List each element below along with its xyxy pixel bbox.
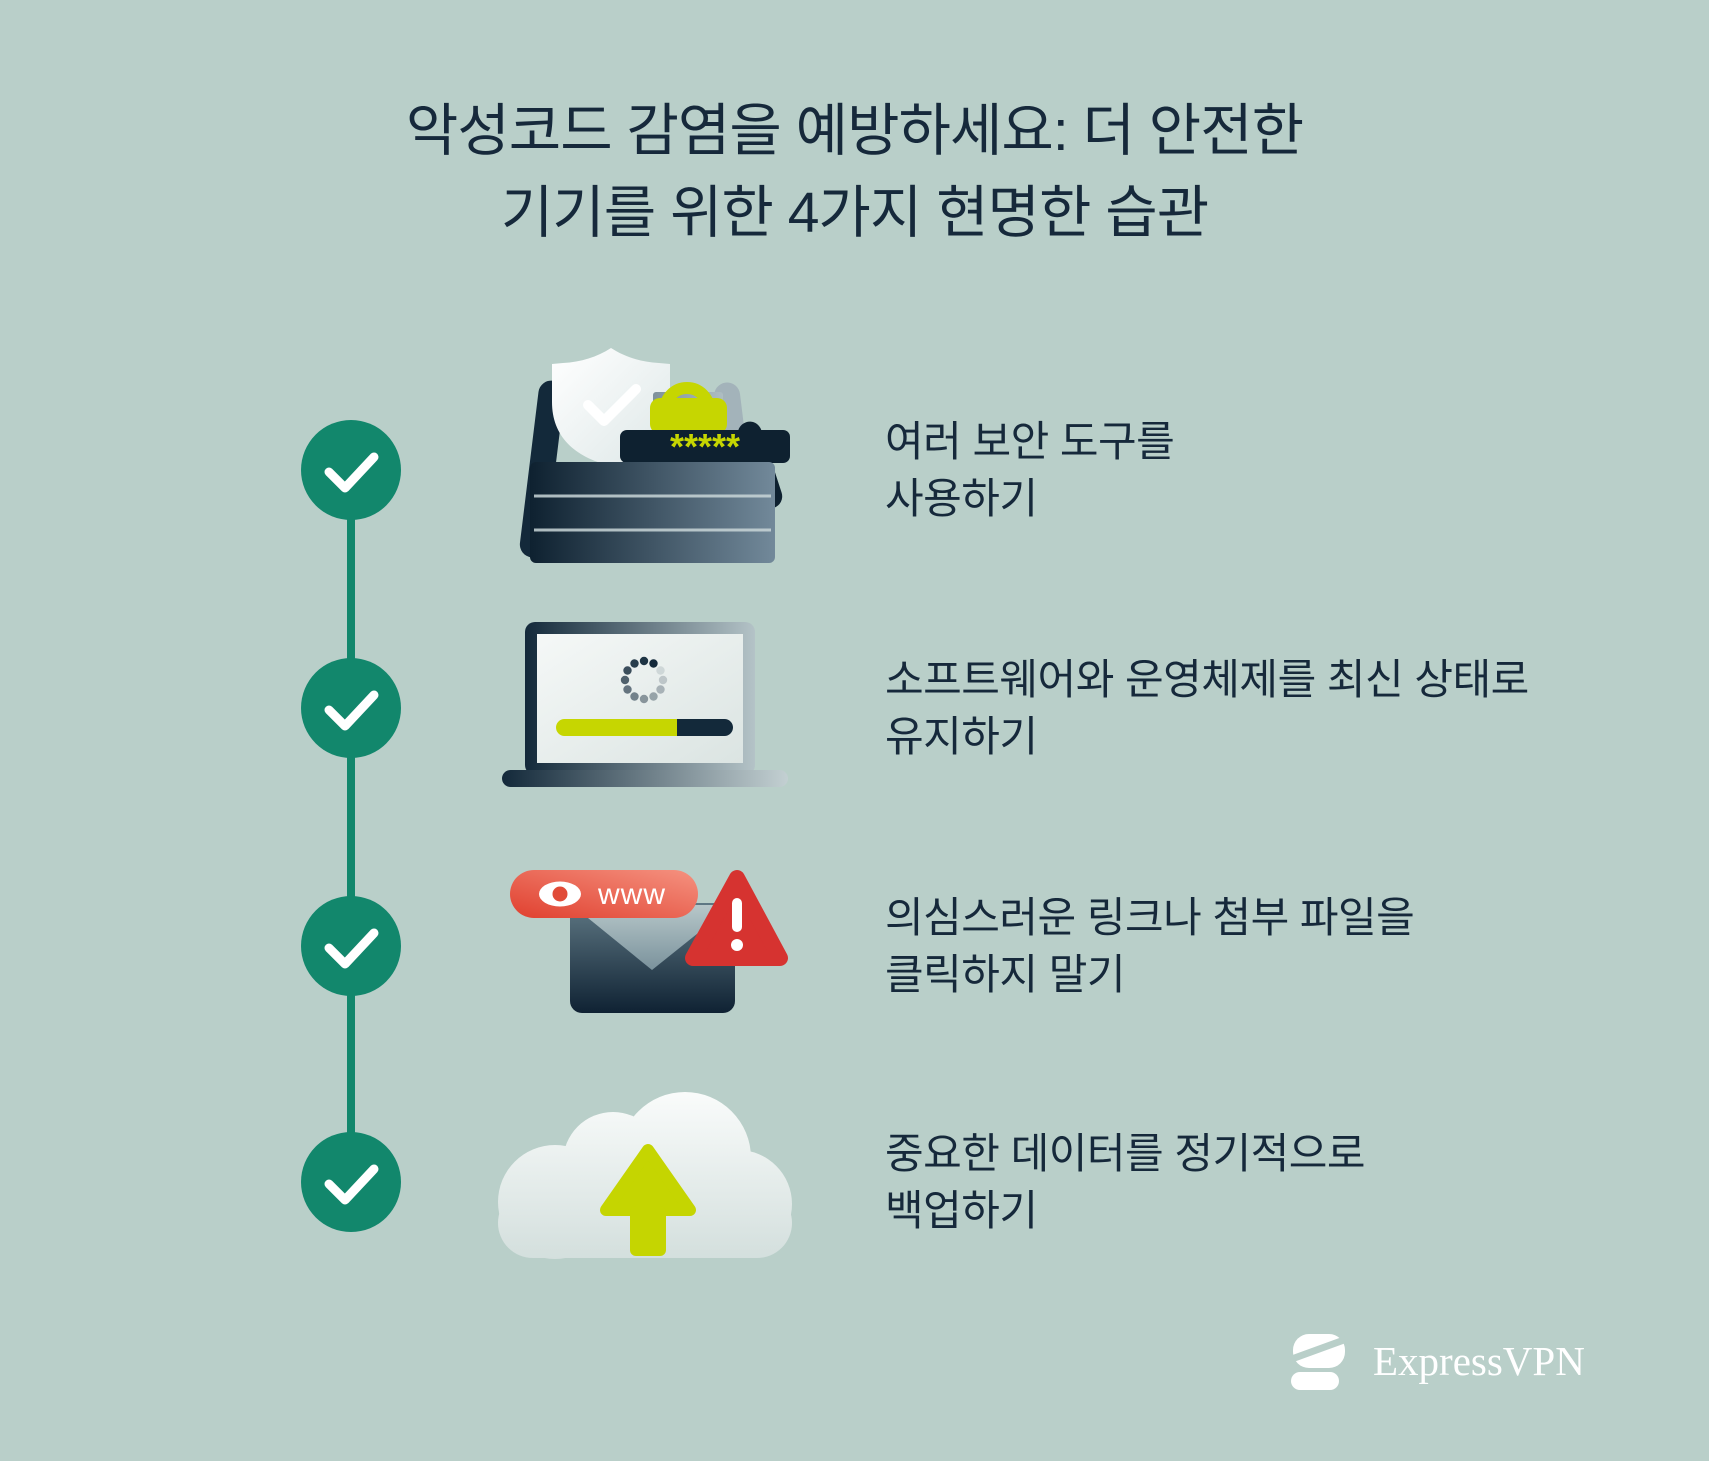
item-text-2: 소프트웨어와 운영체제를 최신 상태로 유지하기	[885, 651, 1529, 765]
item-1-line-2: 사용하기	[885, 475, 1038, 522]
suspicious-email-icon: www	[495, 855, 795, 1080]
check-circle-2	[301, 658, 401, 758]
item-text-3: 의심스러운 링크나 첨부 파일을 클릭하지 말기	[885, 889, 1415, 1003]
laptop-screen	[537, 634, 743, 763]
cloud-backup-icon	[480, 1080, 810, 1275]
password-field	[620, 430, 790, 463]
check-icon	[301, 896, 401, 996]
item-text-4: 중요한 데이터를 정기적으로 백업하기	[885, 1125, 1366, 1239]
item-3-line-2: 클릭하지 말기	[885, 951, 1126, 998]
check-icon	[301, 658, 401, 758]
item-1-line-1: 여러 보안 도구를	[885, 418, 1175, 465]
check-circle-4	[301, 1132, 401, 1232]
check-circle-1	[301, 420, 401, 520]
item-3-line-1: 의심스러운 링크나 첨부 파일을	[885, 894, 1415, 941]
toolbox-body	[530, 462, 775, 563]
item-4-line-2: 백업하기	[885, 1187, 1038, 1234]
loading-spinner-icon	[620, 656, 668, 704]
envelope-flap	[572, 905, 733, 970]
brand-wordmark: ExpressVPN	[1373, 1338, 1585, 1384]
progress-bar	[556, 719, 733, 736]
security-toolbox-icon: *****	[480, 320, 810, 575]
check-icon	[301, 1132, 401, 1232]
warning-triangle-icon	[685, 870, 788, 966]
title-line-2: 기기를 위한 4가지 현명한 습관	[500, 181, 1209, 245]
title-line-1: 악성코드 감염을 예방하세요: 더 안전한	[405, 99, 1304, 163]
upload-arrow-icon	[600, 1144, 696, 1256]
www-pill: www	[510, 870, 698, 918]
padlock-icon	[650, 398, 727, 434]
item-4-line-1: 중요한 데이터를 정기적으로	[885, 1130, 1366, 1177]
software-update-laptop-icon	[490, 600, 800, 805]
item-2-line-2: 유지하기	[885, 713, 1038, 760]
check-circle-3	[301, 896, 401, 996]
shield-check-icon	[583, 384, 641, 426]
brand-logo: ExpressVPN	[1285, 1330, 1585, 1392]
laptop-base	[502, 770, 788, 787]
item-2-line-1: 소프트웨어와 운영체제를 최신 상태로	[885, 656, 1529, 703]
expressvpn-logomark-icon	[1285, 1333, 1351, 1390]
item-text-1: 여러 보안 도구를 사용하기	[885, 413, 1175, 527]
url-label: www	[597, 878, 666, 911]
page-title: 악성코드 감염을 예방하세요: 더 안전한 기기를 위한 4가지 현명한 습관	[0, 90, 1709, 254]
timeline-connector	[347, 470, 355, 1182]
check-icon	[301, 420, 401, 520]
eye-pupil	[552, 886, 568, 902]
password-mask-text: *****	[670, 426, 740, 467]
